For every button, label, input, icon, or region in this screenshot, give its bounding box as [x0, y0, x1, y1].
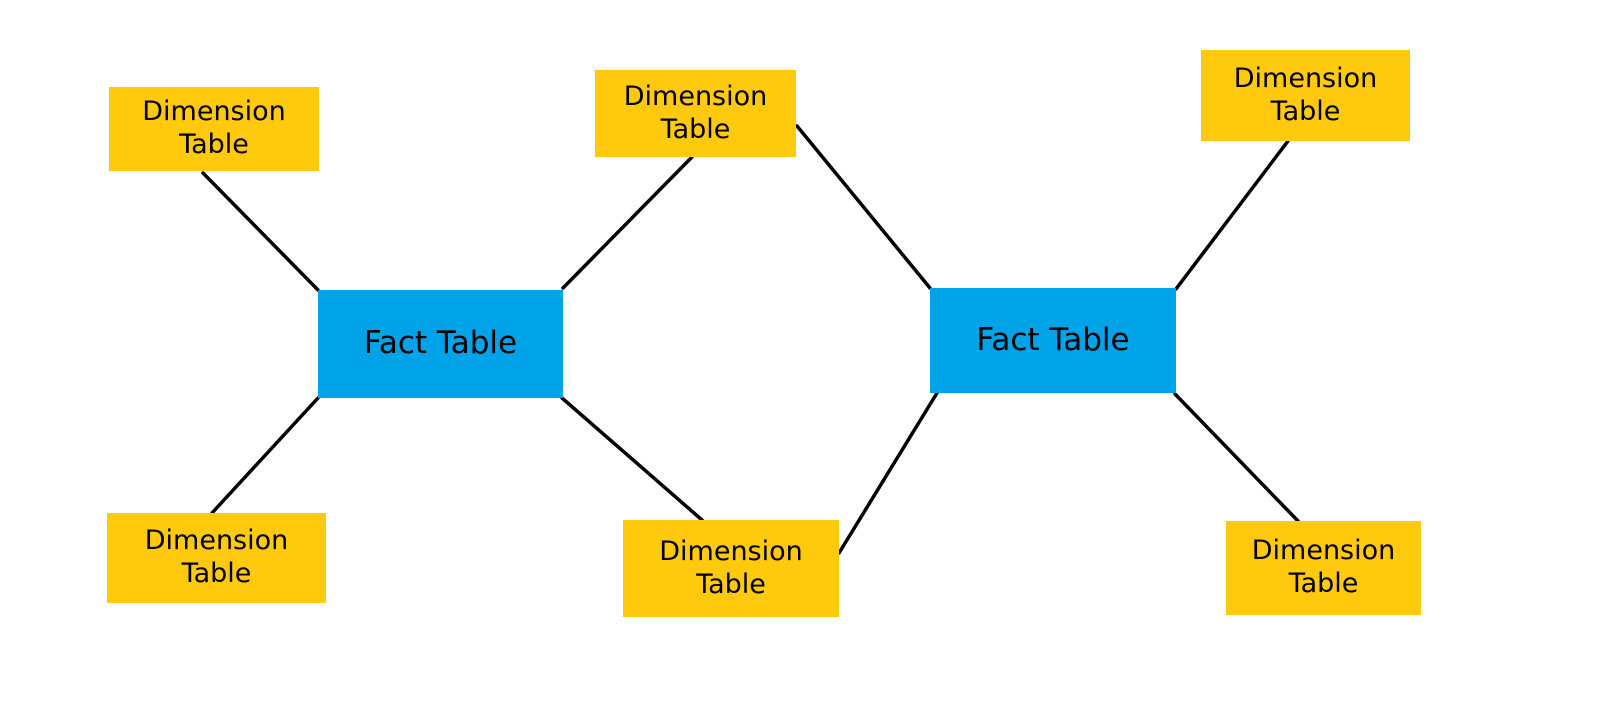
- node-label-fact-left: Fact Table: [363, 325, 518, 362]
- node-fact-right: Fact Table: [930, 288, 1176, 393]
- node-label-dimension-bottom-middle: Dimension Table: [659, 535, 803, 600]
- connector-line-dimension-top-middle--fact-right: [795, 124, 932, 290]
- node-dimension-bottom-left: Dimension Table: [107, 513, 326, 603]
- node-label-dimension-top-middle: Dimension Table: [623, 80, 768, 145]
- node-dimension-top-left: Dimension Table: [109, 87, 319, 171]
- node-dimension-bottom-middle: Dimension Table: [623, 520, 839, 617]
- node-dimension-bottom-right: Dimension Table: [1226, 521, 1421, 615]
- node-dimension-top-right: Dimension Table: [1201, 50, 1410, 141]
- node-label-fact-right: Fact Table: [976, 321, 1130, 358]
- node-label-dimension-bottom-right: Dimension Table: [1251, 535, 1396, 599]
- connector-line-fact-right--dimension-bottom-right: [1173, 392, 1300, 523]
- node-fact-left: Fact Table: [318, 290, 563, 398]
- connector-line-dimension-top-right--fact-right: [1174, 139, 1290, 291]
- node-label-dimension-top-right: Dimension Table: [1233, 62, 1378, 127]
- node-label-dimension-top-left: Dimension Table: [142, 96, 286, 160]
- connector-line-fact-left--dimension-bottom-left: [210, 396, 320, 515]
- connector-line-fact-left--dimension-bottom-middle: [560, 396, 704, 522]
- node-dimension-top-middle: Dimension Table: [595, 70, 796, 157]
- node-label-dimension-bottom-left: Dimension Table: [144, 525, 289, 589]
- connector-line-dimension-top-middle--fact-left: [561, 155, 694, 290]
- connector-line-dimension-top-left--fact-left: [201, 171, 320, 292]
- connector-line-fact-right--dimension-bottom-middle: [837, 391, 939, 555]
